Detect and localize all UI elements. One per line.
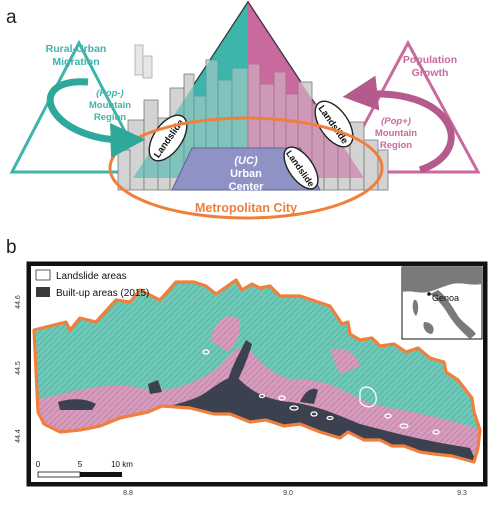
legend-label-landslide: Landslide areas bbox=[56, 271, 127, 282]
x-tick-2: 9.0 bbox=[283, 490, 293, 497]
metropolitan-label: Metropolitan City bbox=[195, 201, 297, 215]
x-tick-3: 9.3 bbox=[457, 490, 467, 497]
left-title-1: Rural-Urban bbox=[46, 43, 107, 55]
frame-right bbox=[483, 262, 487, 486]
region-border bbox=[32, 278, 482, 464]
right-sub-1: (Pop+) bbox=[381, 116, 411, 127]
panel-a-label: a bbox=[6, 7, 17, 28]
left-title-2: Migration bbox=[52, 56, 99, 68]
urban-center-label-2: Center bbox=[229, 181, 265, 193]
legend-label-builtup: Built-up areas (2015) bbox=[56, 288, 149, 299]
legend-swatch-builtup bbox=[36, 287, 50, 297]
right-sub-3: Region bbox=[380, 140, 412, 151]
svg-text:10 km: 10 km bbox=[111, 460, 133, 469]
svg-text:0: 0 bbox=[36, 460, 41, 469]
right-title-1: Population bbox=[403, 54, 457, 66]
scale-bar: 0 5 10 km bbox=[36, 460, 133, 478]
left-sub-1: (Pop-) bbox=[96, 88, 123, 99]
y-tick-2: 44.5 bbox=[15, 361, 22, 375]
left-sub-3: Region bbox=[94, 112, 126, 123]
inset-label: Genoa bbox=[432, 293, 459, 303]
metropolitan-ellipse bbox=[108, 116, 384, 220]
urban-center-code: (UC) bbox=[234, 155, 258, 167]
left-sub-2: Mountain bbox=[89, 100, 131, 111]
frame-bottom bbox=[27, 482, 487, 486]
right-sub-2: Mountain bbox=[375, 128, 417, 139]
inset-map: Genoa bbox=[401, 266, 483, 340]
urban-center bbox=[171, 147, 321, 191]
legend-swatch-landslide bbox=[35, 269, 51, 281]
y-tick-1: 44.6 bbox=[15, 295, 22, 309]
right-curved-arrow bbox=[342, 75, 455, 174]
left-curved-arrow bbox=[46, 78, 146, 158]
frame-left bbox=[27, 262, 31, 486]
panel-b-label: b bbox=[6, 237, 17, 258]
urban-center-label-1: Urban bbox=[230, 168, 262, 180]
frame-top bbox=[27, 262, 487, 266]
right-title-2: Growth bbox=[412, 67, 449, 79]
svg-text:5: 5 bbox=[78, 460, 83, 469]
y-tick-3: 44.4 bbox=[15, 429, 22, 443]
left-triangle bbox=[9, 39, 149, 174]
x-tick-1: 8.8 bbox=[123, 490, 133, 497]
